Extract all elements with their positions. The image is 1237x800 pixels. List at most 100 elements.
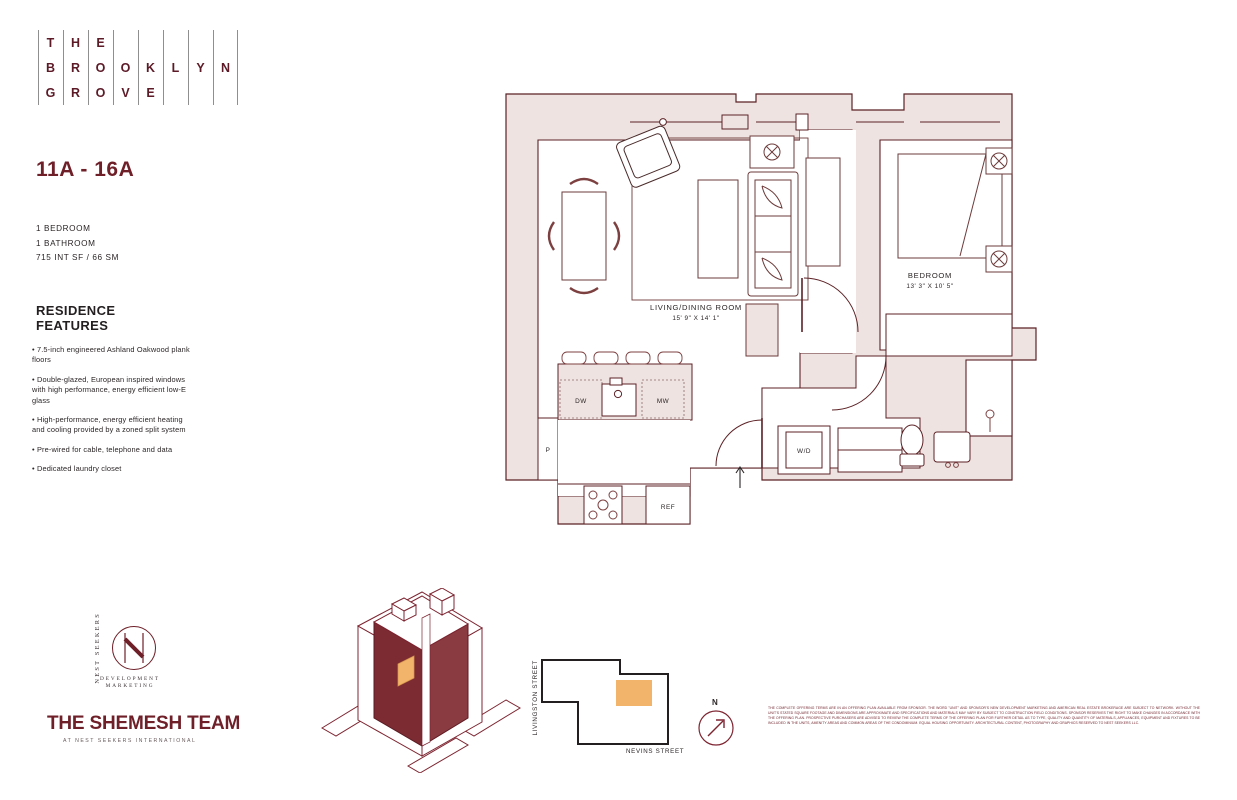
features-heading-line2: FEATURES (36, 318, 109, 333)
legal-disclaimer: THE COMPLETE OFFERING TERMS ARE IN AN OF… (768, 706, 1200, 726)
bathroom (777, 409, 995, 475)
logo-letter: T (46, 35, 55, 50)
features-list: 7.5-inch engineered Ashland Oakwood plan… (32, 345, 197, 484)
bed (897, 153, 1003, 259)
sofa (747, 171, 799, 297)
bedroom-door-swing (803, 277, 859, 333)
logo-letter: R (70, 60, 81, 75)
kitchen (537, 351, 693, 525)
microwave-slot (641, 379, 685, 419)
living-room-dimensions: 15' 9" X 14' 1" (672, 315, 719, 322)
washer-dryer-label: W/D (797, 448, 811, 455)
microwave-label: MW (657, 398, 670, 405)
logo-letter (163, 80, 188, 105)
logo-letter: G (45, 85, 56, 100)
ns-sub-line1: DEVELOPMENT (100, 676, 161, 682)
logo-letter: Y (196, 60, 205, 75)
massing-unit-highlight (397, 655, 415, 687)
shemesh-team-wordmark: THE SHEMESH TEAM (47, 713, 241, 734)
dishwasher-label: DW (575, 398, 587, 405)
compass (698, 710, 734, 746)
nest-seekers-subtitle: DEVELOPMENT MARKETING (100, 676, 160, 690)
coffee-table (697, 179, 739, 279)
logo-letter: R (70, 85, 81, 100)
bedroom-label: BEDROOM (908, 271, 952, 280)
shemesh-team-subtitle: AT NEST SEEKERS INTERNATIONAL (63, 738, 197, 744)
bedroom-furniture (805, 147, 1013, 273)
bath-door-swing (831, 355, 887, 411)
shower-fixture (985, 409, 995, 432)
doors (715, 277, 887, 468)
features-heading: RESIDENCE FEATURES (36, 303, 115, 333)
refrigerator (645, 485, 691, 525)
feature-item: Pre-wired for cable, telephone and data (32, 445, 197, 455)
feature-item: Double-glazed, European inspired windows… (32, 375, 197, 406)
logo-letter (188, 30, 213, 55)
entry-arrow (735, 466, 745, 488)
features-heading-line1: RESIDENCE (36, 303, 116, 318)
logo-letter: O (120, 60, 131, 75)
bedroom-dimensions: 13' 3" X 10' 5" (906, 283, 953, 290)
feature-item: High-performance, energy efficient heati… (32, 415, 197, 436)
entry-door-swing (715, 419, 763, 467)
nest-seekers-logo: NEST SEEKERS DEVELOPMENT MARKETING (78, 608, 198, 708)
building-massing-diagram (310, 587, 535, 774)
logo-letter: K (145, 60, 156, 75)
bar-stool (561, 351, 587, 365)
feature-item: 7.5-inch engineered Ashland Oakwood plan… (32, 345, 197, 366)
vanity-sink (933, 431, 971, 468)
pantry-label: P (546, 447, 551, 454)
bar-stool (625, 351, 651, 365)
logo-letter (113, 30, 138, 55)
logo-letter: B (45, 60, 56, 75)
hall-closet (805, 157, 841, 267)
logo-letter (188, 80, 213, 105)
toilet (899, 424, 925, 467)
spec-area: 715 INT SF / 66 SM (36, 253, 119, 262)
logo-letter: L (171, 60, 180, 75)
refrigerator-label: REF (661, 504, 675, 511)
sink (601, 377, 637, 417)
dining-set (547, 177, 621, 295)
site-map (520, 640, 750, 770)
logo-letter: V (121, 85, 130, 100)
site-street-livingston: LIVINGSTON STREET (532, 660, 539, 736)
cooktop (583, 485, 623, 525)
feature-item: Dedicated laundry closet (32, 464, 197, 474)
massing-volumes (356, 587, 483, 757)
bar-stool (657, 351, 683, 365)
compass-north-label: N (712, 698, 718, 707)
bar-stool (593, 351, 619, 365)
side-table-lamp (749, 135, 795, 169)
logo-letter (163, 30, 188, 55)
logo-letter: O (95, 85, 106, 100)
nest-seekers-vertical-text: NEST SEEKERS (94, 612, 101, 684)
living-room-furniture (547, 125, 809, 357)
site-street-nevins: NEVINS STREET (626, 748, 685, 755)
logo-letter: H (70, 35, 81, 50)
bed-coverlet (959, 153, 987, 257)
logo-letter: E (146, 85, 155, 100)
bathtub (837, 427, 903, 473)
ns-sub-line2: MARKETING (105, 683, 155, 689)
closet (965, 359, 1013, 437)
console-table (745, 303, 779, 357)
unit-specs: 1 BEDROOM 1 BATHROOM 715 INT SF / 66 SM (36, 222, 119, 266)
logo-letter (213, 80, 238, 105)
window-band (630, 113, 1000, 131)
nest-seekers-monogram-circle (112, 626, 156, 670)
logo-letter (138, 30, 163, 55)
logo-letter: E (96, 35, 105, 50)
spec-bathrooms: 1 BATHROOM (36, 238, 96, 248)
armchair (616, 125, 681, 188)
living-room-label: LIVING/DINING ROOM (650, 303, 742, 312)
page-title: 11A - 16A (36, 158, 135, 181)
logo-letter: O (95, 60, 106, 75)
logo-letter: N (220, 60, 231, 75)
